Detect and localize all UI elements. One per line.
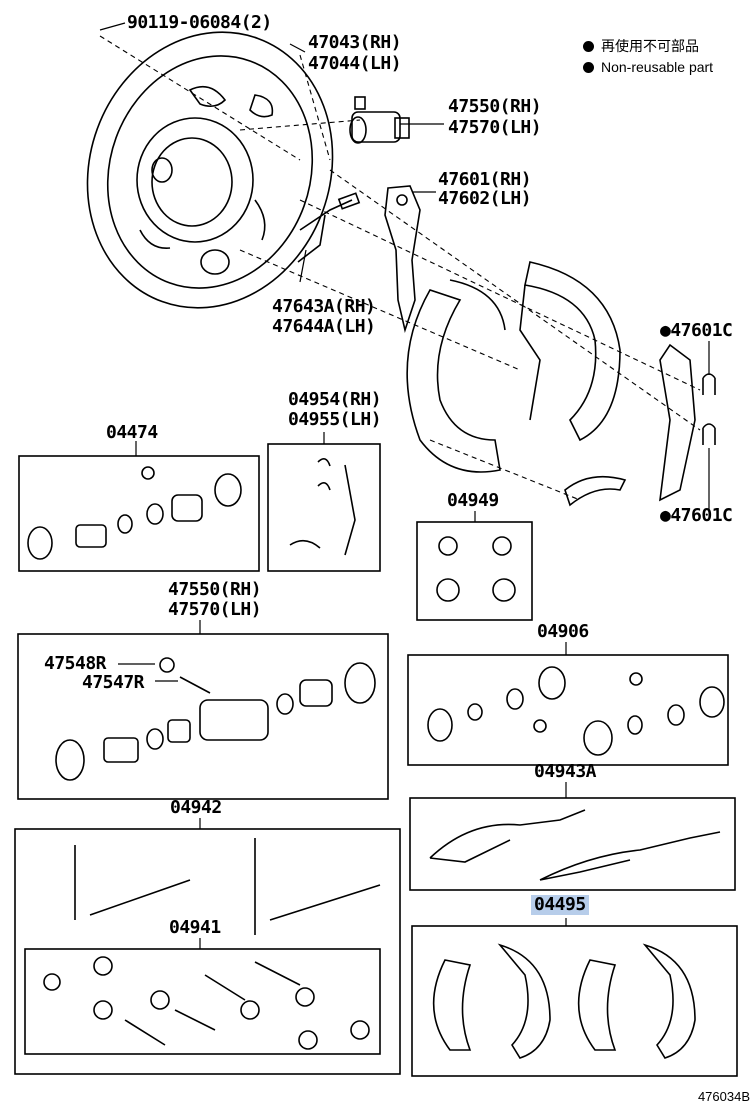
parking-brake-lever[interactable] xyxy=(384,185,421,333)
part-label-backing-plate-rh[interactable]: 47043(RH) xyxy=(308,32,402,53)
part-label-wc-assy-rh[interactable]: 47550(RH) xyxy=(168,579,262,600)
part-label-wc-assy-lh[interactable]: 47570(LH) xyxy=(168,599,262,620)
box-04942 xyxy=(14,828,401,1075)
box-04943a xyxy=(409,797,736,891)
part-label-bleeder-cap[interactable]: 47548R xyxy=(44,653,107,674)
part-label-04955-lh[interactable]: 04955(LH) xyxy=(288,409,382,430)
box-04949 xyxy=(416,521,533,621)
part-label-04949[interactable]: 04949 xyxy=(447,490,499,511)
part-label-04942[interactable]: 04942 xyxy=(170,797,222,818)
part-label-04954-rh[interactable]: 04954(RH) xyxy=(288,389,382,410)
legend-en: Non-reusable part xyxy=(601,59,714,75)
parking-strut[interactable] xyxy=(297,192,361,263)
part-label-lever-lh[interactable]: 47602(LH) xyxy=(438,188,532,209)
leader-lines xyxy=(99,22,710,949)
clip-lower-number: 47601C xyxy=(670,505,733,526)
part-label-wheel-cyl-rh[interactable]: 47550(RH) xyxy=(448,96,542,117)
part-label-04906[interactable]: 04906 xyxy=(537,621,589,642)
part-label-bolt[interactable]: 90119-06084(2) xyxy=(127,12,272,33)
part-label-clip-upper[interactable]: ●47601C xyxy=(660,320,733,341)
box-04906 xyxy=(407,654,729,766)
box-04495 xyxy=(411,925,738,1077)
wheel-cylinder[interactable] xyxy=(349,96,410,144)
retainer-clips xyxy=(564,373,716,507)
part-label-strut-rh[interactable]: 47643A(RH) xyxy=(272,296,376,317)
part-label-backing-plate-lh[interactable]: 47044(LH) xyxy=(308,53,402,74)
box-04474 xyxy=(18,455,260,572)
legend-row-en: Non-reusable part xyxy=(583,57,713,78)
brake-shoe-rear[interactable] xyxy=(519,261,621,442)
part-label-strut-lh[interactable]: 47644A(LH) xyxy=(272,316,376,337)
box-04954 xyxy=(267,443,381,572)
part-label-04495-highlighted[interactable]: 04495 xyxy=(531,895,589,915)
part-label-clip-lower[interactable]: ●47601C xyxy=(660,505,733,526)
part-label-bleeder-plug[interactable]: 47547R xyxy=(82,672,145,693)
bullet-icon xyxy=(583,62,594,73)
brake-shoe-front[interactable] xyxy=(406,279,506,473)
backing-plate[interactable] xyxy=(49,0,370,343)
adjuster-lever[interactable] xyxy=(659,343,696,502)
dashed-assembly-lines xyxy=(99,35,701,501)
part-label-04941[interactable]: 04941 xyxy=(169,917,221,938)
clip-upper-number: 47601C xyxy=(670,320,733,341)
part-label-04943a[interactable]: 04943A xyxy=(534,761,597,782)
part-label-wheel-cyl-lh[interactable]: 47570(LH) xyxy=(448,117,542,138)
bullet-icon xyxy=(583,41,594,52)
legend: 再使用不可部品 Non-reusable part xyxy=(583,36,713,78)
part-label-lever-rh[interactable]: 47601(RH) xyxy=(438,169,532,190)
legend-jp: 再使用不可部品 xyxy=(601,38,699,54)
legend-row-jp: 再使用不可部品 xyxy=(583,36,713,57)
part-label-04474[interactable]: 04474 xyxy=(106,422,158,443)
diagram-reference-number: 476034B xyxy=(697,1089,750,1104)
box-47550 xyxy=(17,633,389,800)
